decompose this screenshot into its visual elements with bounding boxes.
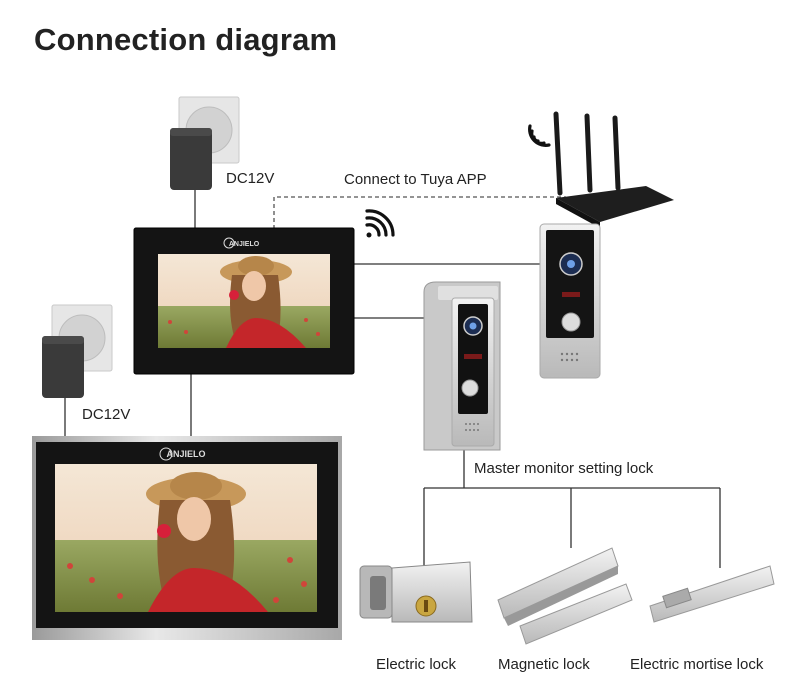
electric-lock-label: Electric lock [376, 656, 457, 673]
call-button-icon [461, 379, 479, 397]
adapter-plug [42, 336, 84, 398]
monitor-wifi-icon [365, 209, 395, 238]
electric-mortise-lock [649, 565, 775, 623]
monitor-lower: ANJIELO [32, 436, 342, 640]
power-adapter-bottom [42, 304, 113, 398]
magnetic-lock [497, 547, 633, 645]
brand-logo-icon [223, 237, 235, 249]
wifi-dashed-link [273, 196, 566, 229]
outdoor-unit-1 [423, 281, 501, 451]
magnetic-lock-label: Magnetic lock [498, 656, 590, 673]
dc12v-label-top: DC12V [226, 170, 275, 187]
adapter-plug [170, 128, 212, 190]
brand-logo-icon [159, 447, 173, 461]
call-button-icon [561, 312, 581, 332]
page-title: Connection diagram [34, 22, 338, 57]
electric-lock [359, 561, 473, 623]
monitor-brand: ANJIELO [229, 241, 260, 248]
monitor-brand: ANJIELO [166, 449, 205, 459]
wires [64, 190, 721, 568]
monitor-upper: ANJIELO [133, 227, 355, 375]
wifi-router [553, 111, 674, 228]
tuya-app-label: Connect to Tuya APP [344, 171, 487, 188]
power-adapter-top [170, 96, 240, 190]
wifi-signal-icon [528, 124, 551, 147]
mortise-lock-label: Electric mortise lock [630, 656, 764, 673]
dc12v-label-bottom: DC12V [82, 406, 131, 423]
setting-lock-label: Master monitor setting lock [474, 460, 654, 477]
outdoor-unit-2 [539, 223, 601, 379]
